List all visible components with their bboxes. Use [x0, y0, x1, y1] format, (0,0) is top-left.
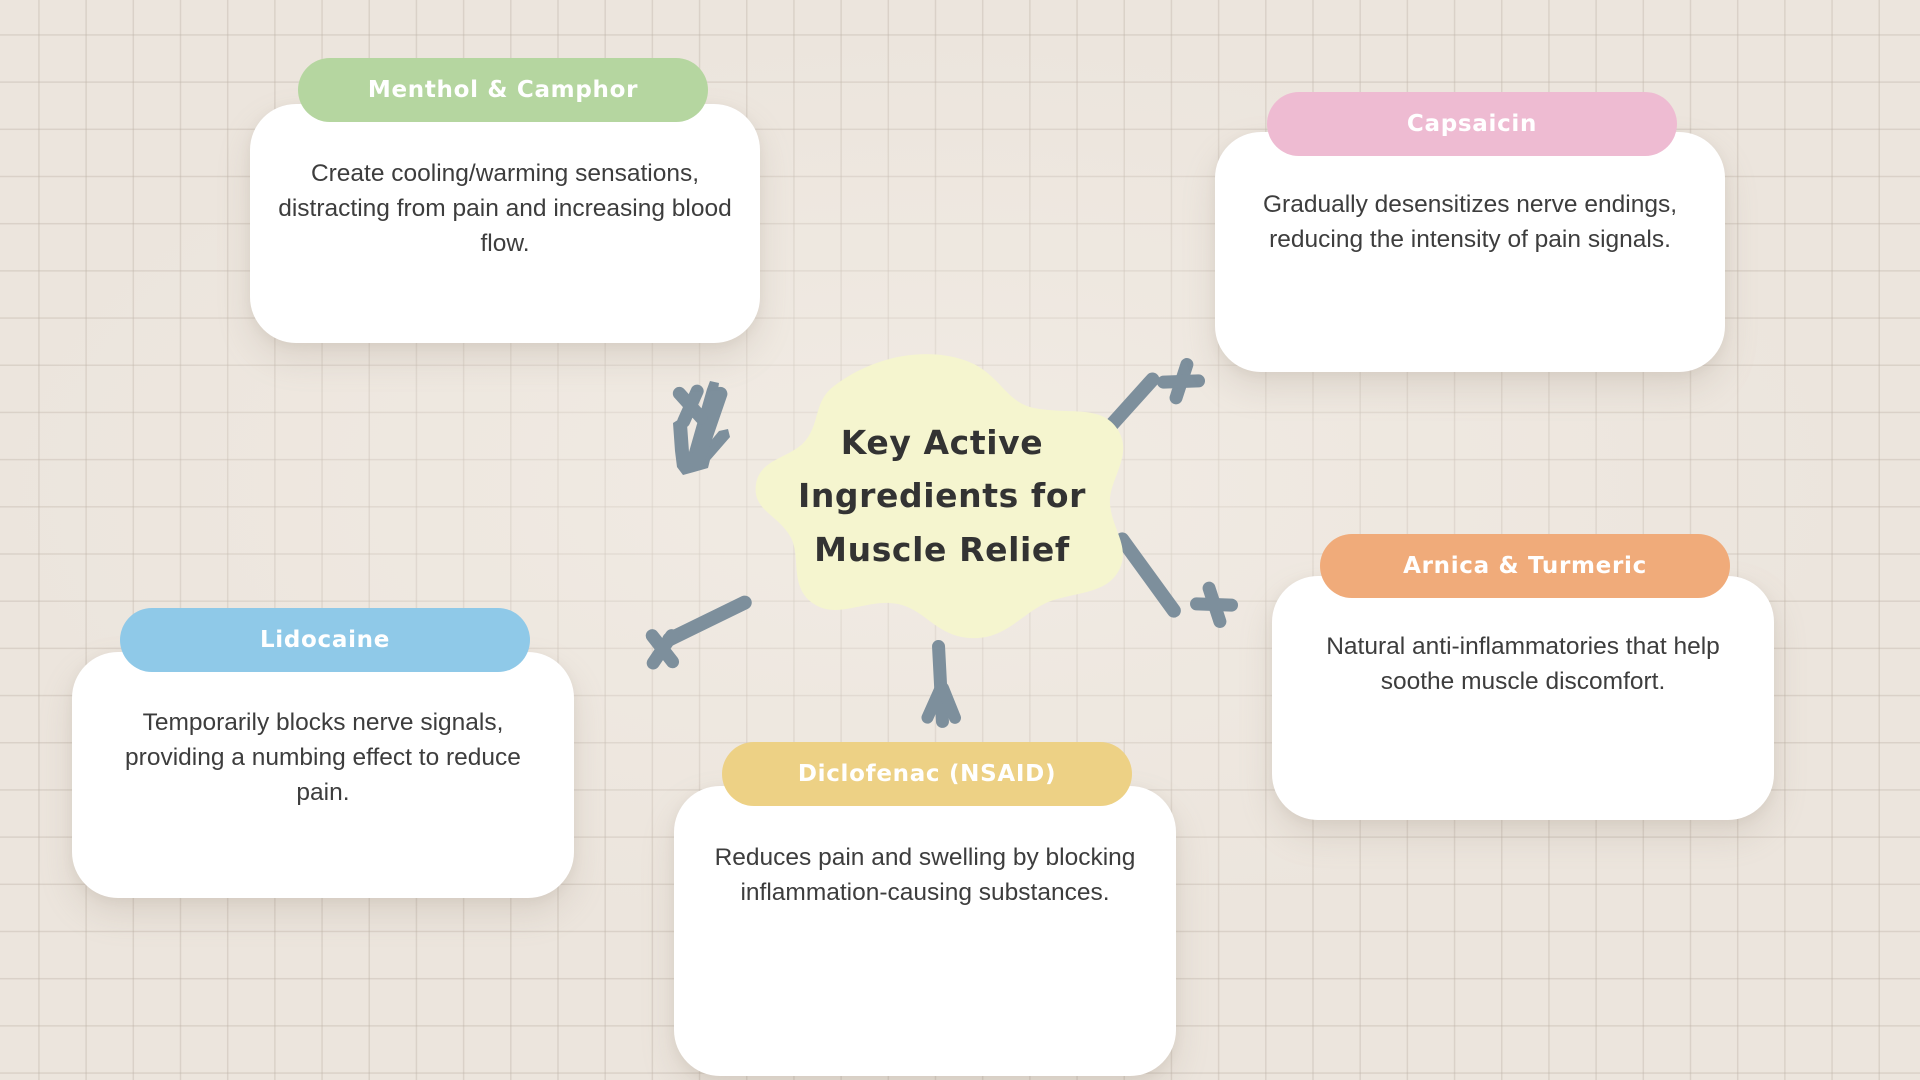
card-lidocaine-header[interactable]: Lidocaine: [120, 608, 530, 672]
card-menthol-camphor-body: Create cooling/warming sensations, distr…: [250, 104, 760, 343]
card-lidocaine[interactable]: Temporarily blocks nerve signals, provid…: [72, 608, 582, 898]
card-menthol-camphor-header[interactable]: Menthol & Camphor: [298, 58, 708, 122]
center-blob-shape: [755, 354, 1124, 639]
arrow-to-diclofenac-icon: [921, 640, 961, 728]
card-capsaicin-body: Gradually desensitizes nerve endings, re…: [1215, 132, 1725, 372]
card-arnica-turmeric-body: Natural anti-inflammatories that help so…: [1272, 576, 1774, 820]
card-lidocaine-body: Temporarily blocks nerve signals, provid…: [72, 652, 574, 898]
card-arnica-turmeric[interactable]: Natural anti-inflammatories that help so…: [1272, 534, 1782, 824]
arrow-to-lidocaine-icon: [645, 595, 752, 670]
center-title: Key Active Ingredients for Muscle Relief: [797, 422, 1087, 569]
card-capsaicin-text: Gradually desensitizes nerve endings, re…: [1262, 191, 1677, 254]
card-capsaicin[interactable]: Gradually desensitizes nerve endings, re…: [1215, 92, 1725, 382]
card-lidocaine-text: Temporarily blocks nerve signals, provid…: [125, 709, 521, 807]
card-menthol-camphor[interactable]: Create cooling/warming sensations, distr…: [250, 58, 760, 343]
card-diclofenac-text: Reduces pain and swelling by blocking in…: [714, 844, 1136, 907]
card-capsaicin-header[interactable]: Capsaicin: [1267, 92, 1677, 156]
card-diclofenac-header[interactable]: Diclofenac (NSAID): [722, 742, 1132, 806]
arrow-to-menthol-icon: [672, 381, 730, 475]
card-diclofenac-body: Reduces pain and swelling by blocking in…: [674, 786, 1176, 1076]
card-arnica-turmeric-text: Natural anti-inflammatories that help so…: [1326, 633, 1720, 696]
card-menthol-camphor-text: Create cooling/warming sensations, distr…: [278, 160, 732, 258]
card-arnica-turmeric-header[interactable]: Arnica & Turmeric: [1320, 534, 1730, 598]
center-node[interactable]: Key Active Ingredients for Muscle Relief: [752, 352, 1132, 640]
card-diclofenac[interactable]: Reduces pain and swelling by blocking in…: [674, 742, 1184, 1076]
